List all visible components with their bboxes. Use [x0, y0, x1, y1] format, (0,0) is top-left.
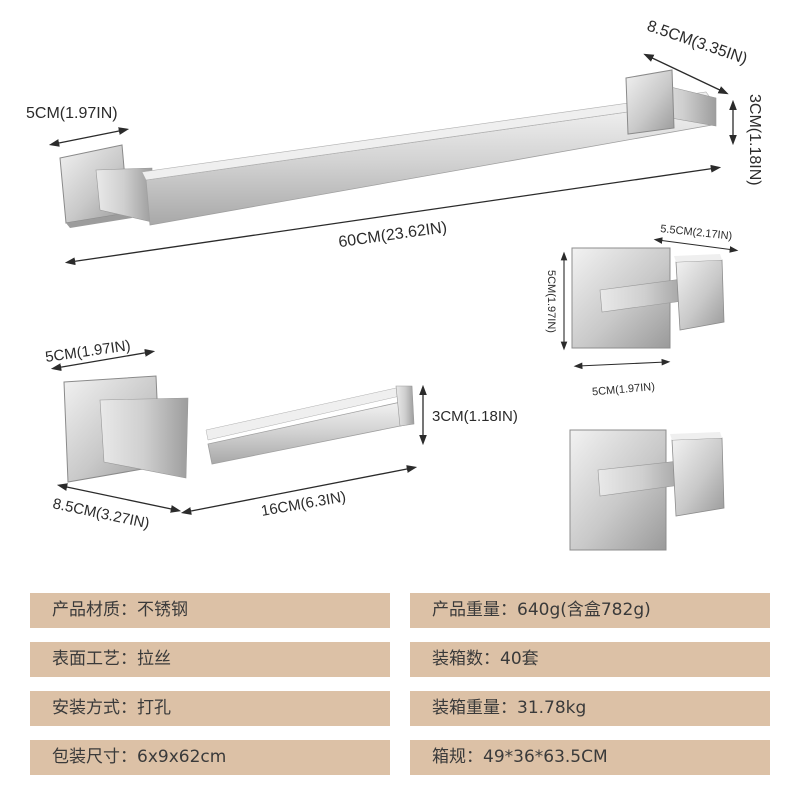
robe-hook-image — [571, 247, 725, 349]
spec-weight: 产品重量：640g(含盒782g) — [410, 593, 770, 628]
spec-separator: ： — [120, 747, 137, 767]
spec-surface-finish-value: 拉丝 — [137, 649, 171, 669]
spec-separator: ： — [500, 600, 517, 620]
robe-hook-depth-label: 5.5CM(2.17IN) — [660, 223, 733, 242]
towel-bar-depth-label: 8.5CM(3.35IN) — [645, 18, 750, 68]
spec-carton-quantity-value: 40套 — [500, 649, 539, 669]
spec-carton-size-value: 49*36*63.5CM — [483, 747, 608, 767]
spec-material: 产品材质：不锈钢 — [30, 593, 390, 628]
spec-separator: ： — [120, 698, 137, 718]
spec-separator: ： — [500, 698, 517, 718]
spec-material-label: 产品材质 — [52, 600, 120, 620]
paper-holder-height-label: 3CM(1.18IN) — [432, 408, 518, 425]
spec-separator: ： — [483, 649, 500, 669]
spec-carton-quantity-label: 装箱数 — [432, 649, 483, 669]
spec-installation: 安装方式：打孔 — [30, 691, 390, 726]
spec-installation-value: 打孔 — [137, 698, 171, 718]
paper-holder-base-width-label: 5CM(1.97IN) — [44, 337, 131, 366]
spec-package-size-label: 包装尺寸 — [52, 747, 120, 767]
spec-carton-size: 箱规：49*36*63.5CM — [410, 740, 770, 775]
robe-hook-height-label: 5CM(1.97IN) — [545, 270, 557, 333]
spec-surface-finish: 表面工艺：拉丝 — [30, 642, 390, 677]
towel-bar-end-width-label: 5CM(1.97IN) — [26, 105, 118, 122]
spec-separator: ： — [466, 747, 483, 767]
spec-separator: ： — [120, 649, 137, 669]
spec-package-size: 包装尺寸：6x9x62cm — [30, 740, 390, 775]
paper-holder-length-label: 16CM(6.3IN) — [260, 488, 348, 520]
towel-bar-dimension-lines — [48, 53, 737, 266]
spec-separator: ： — [120, 600, 137, 620]
towel-bar-image — [59, 69, 717, 228]
spec-surface-finish-label: 表面工艺 — [52, 649, 120, 669]
paper-holder-image — [63, 375, 415, 483]
spec-carton-quantity: 装箱数：40套 — [410, 642, 770, 677]
spec-carton-size-label: 箱规 — [432, 747, 466, 767]
paper-holder-depth-label: 8.5CM(3.27IN) — [51, 495, 151, 532]
spec-installation-label: 安装方式 — [52, 698, 120, 718]
paper-holder-dimension-lines — [50, 349, 427, 515]
spec-weight-label: 产品重量 — [432, 600, 500, 620]
spec-weight-value: 640g(含盒782g) — [517, 600, 651, 620]
robe-hook-dimension-lines — [560, 237, 739, 370]
spec-package-size-value: 6x9x62cm — [137, 747, 227, 767]
robe-hook-second-image — [569, 429, 725, 551]
spec-carton-weight-value: 31.78kg — [517, 698, 587, 718]
spec-material-value: 不锈钢 — [137, 600, 188, 620]
product-illustration: 5CM(1.97IN) 60CM(23.62IN) 8.5CM(3.35IN) … — [26, 18, 763, 551]
spec-carton-weight-label: 装箱重量 — [432, 698, 500, 718]
spec-carton-weight: 装箱重量：31.78kg — [410, 691, 770, 726]
towel-bar-height-label: 3CM(1.18IN) — [746, 94, 763, 186]
towel-bar-length-label: 60CM(23.62IN) — [337, 219, 448, 251]
robe-hook-width-label: 5CM(1.97IN) — [592, 381, 656, 398]
